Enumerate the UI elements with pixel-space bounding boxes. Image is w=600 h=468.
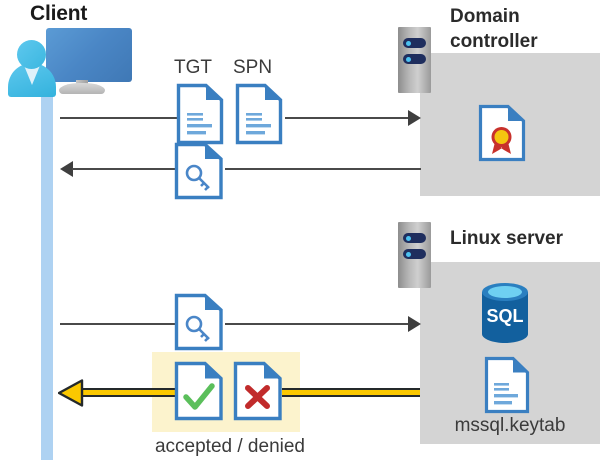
- msg4-yellow-arrowhead: [57, 379, 84, 412]
- monitor-screen-icon: [46, 28, 132, 82]
- linux-server-title: Linux server: [450, 228, 563, 249]
- msg2-line-right: [225, 168, 421, 170]
- tgt-key-document-icon: [174, 142, 224, 200]
- msg2-arrowhead: [60, 161, 73, 177]
- svg-text:SQL: SQL: [486, 306, 523, 326]
- linux-server-rack-icon: [398, 222, 431, 288]
- msg1-line-left: [60, 117, 178, 119]
- rack-led-icon: [406, 40, 411, 46]
- sql-database-icon: SQL: [479, 282, 531, 349]
- rack-led-icon: [406, 56, 411, 62]
- rack-bar-bottom: [403, 249, 426, 259]
- tgt-document-icon: [176, 83, 224, 145]
- msg3-line-left: [60, 323, 178, 325]
- domain-controller-title-line1: Domain: [450, 6, 520, 27]
- client-lifeline: [41, 78, 53, 460]
- client-title: Client: [30, 2, 88, 25]
- rack-bar-bottom: [403, 54, 426, 64]
- denied-document-icon: [233, 361, 283, 421]
- accepted-denied-caption: accepted / denied: [154, 436, 305, 457]
- msg4-yellow-line-left: [78, 388, 178, 397]
- domain-controller-title-line2: controller: [450, 31, 538, 52]
- msg4-yellow-line-right: [282, 388, 420, 397]
- domain-controller-title: Domain controller: [450, 4, 600, 54]
- spn-document-icon: [235, 83, 283, 145]
- rack-led-icon: [406, 251, 411, 257]
- monitor-base-icon: [59, 83, 105, 94]
- spn-label: SPN: [233, 57, 273, 78]
- domain-controller-rack-icon: [398, 27, 431, 93]
- msg2-line-left: [72, 168, 178, 170]
- rack-bar-top: [403, 233, 426, 243]
- certificate-document-icon: [478, 104, 526, 162]
- rack-led-icon: [406, 235, 411, 241]
- keytab-label: mssql.keytab: [454, 415, 566, 436]
- person-head-icon: [17, 40, 46, 69]
- msg1-line-right: [285, 117, 412, 119]
- service-ticket-key-document-icon: [174, 293, 224, 351]
- accepted-document-icon: [174, 361, 224, 421]
- rack-bar-top: [403, 38, 426, 48]
- keytab-document-icon: [484, 356, 530, 414]
- msg3-line-right: [225, 323, 412, 325]
- msg3-arrowhead: [408, 316, 421, 332]
- msg1-arrowhead: [408, 110, 421, 126]
- tgt-label: TGT: [174, 57, 212, 78]
- client-computer-user-icon: [0, 0, 140, 100]
